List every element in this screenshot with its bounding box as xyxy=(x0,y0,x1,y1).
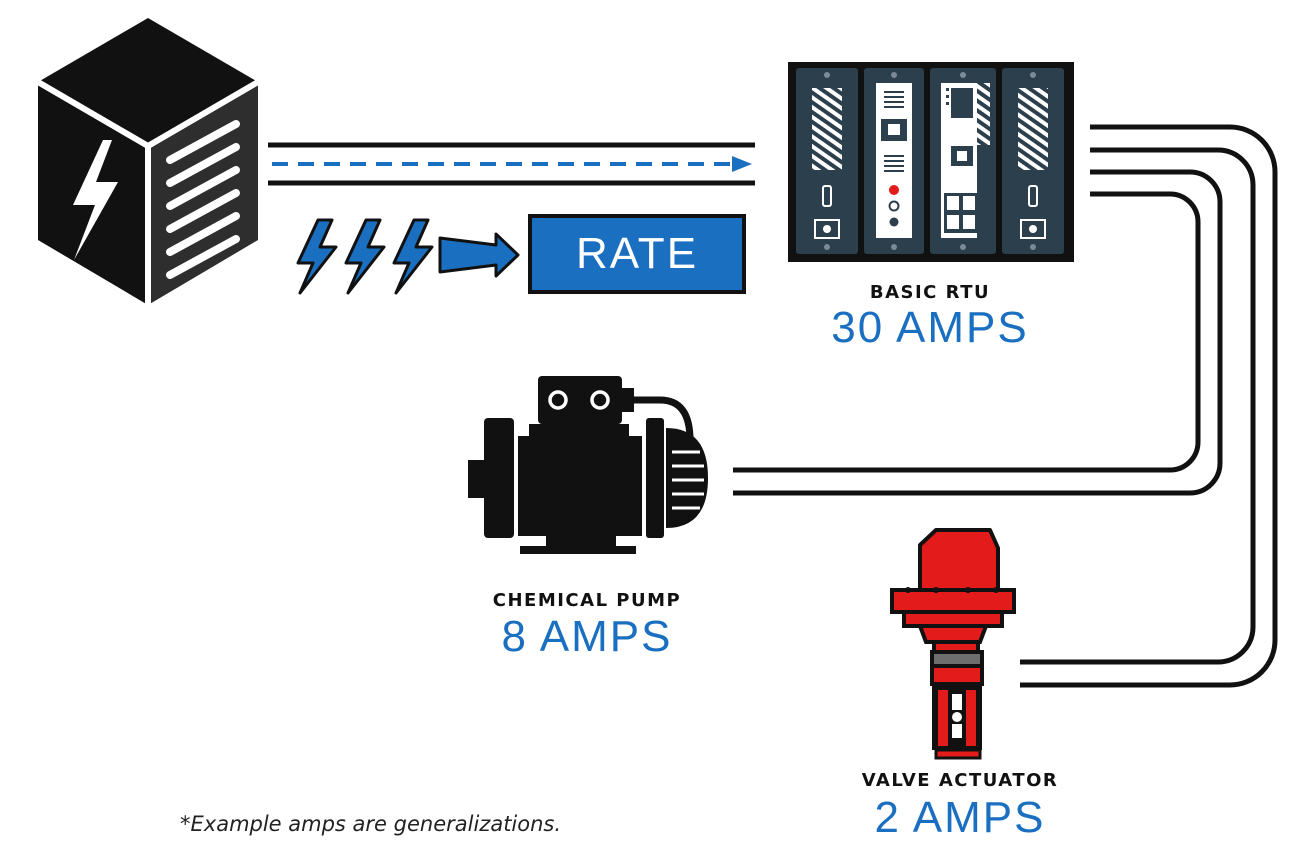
lightning-bolt-icon xyxy=(296,218,338,295)
rate-label: RATE xyxy=(575,229,699,278)
rtu-rack-icon xyxy=(788,62,1074,262)
valve-title: VALVE ACTUATOR xyxy=(861,770,1059,791)
arrow-icon xyxy=(438,232,520,278)
lightning-bolts xyxy=(296,218,520,295)
power-line xyxy=(268,142,755,186)
rtu-amps: 30 AMPS xyxy=(831,303,1029,352)
rtu-wires xyxy=(733,124,1278,688)
pump-title: CHEMICAL PUMP xyxy=(492,590,682,611)
flow-arrow-icon xyxy=(732,156,752,172)
rate-box xyxy=(528,214,746,294)
motor-pump-icon xyxy=(468,376,708,554)
lightning-bolt-icon xyxy=(392,218,434,295)
valve-amps: 2 AMPS xyxy=(874,793,1046,842)
pump-amps: 8 AMPS xyxy=(501,612,673,661)
rtu-title: BASIC RTU xyxy=(869,282,991,303)
lightning-bolt-icon xyxy=(344,218,386,295)
power-supply-cube-icon xyxy=(36,18,260,305)
valve-actuator-icon xyxy=(890,528,1016,760)
footnote: *Example amps are generalizations. xyxy=(180,812,562,836)
